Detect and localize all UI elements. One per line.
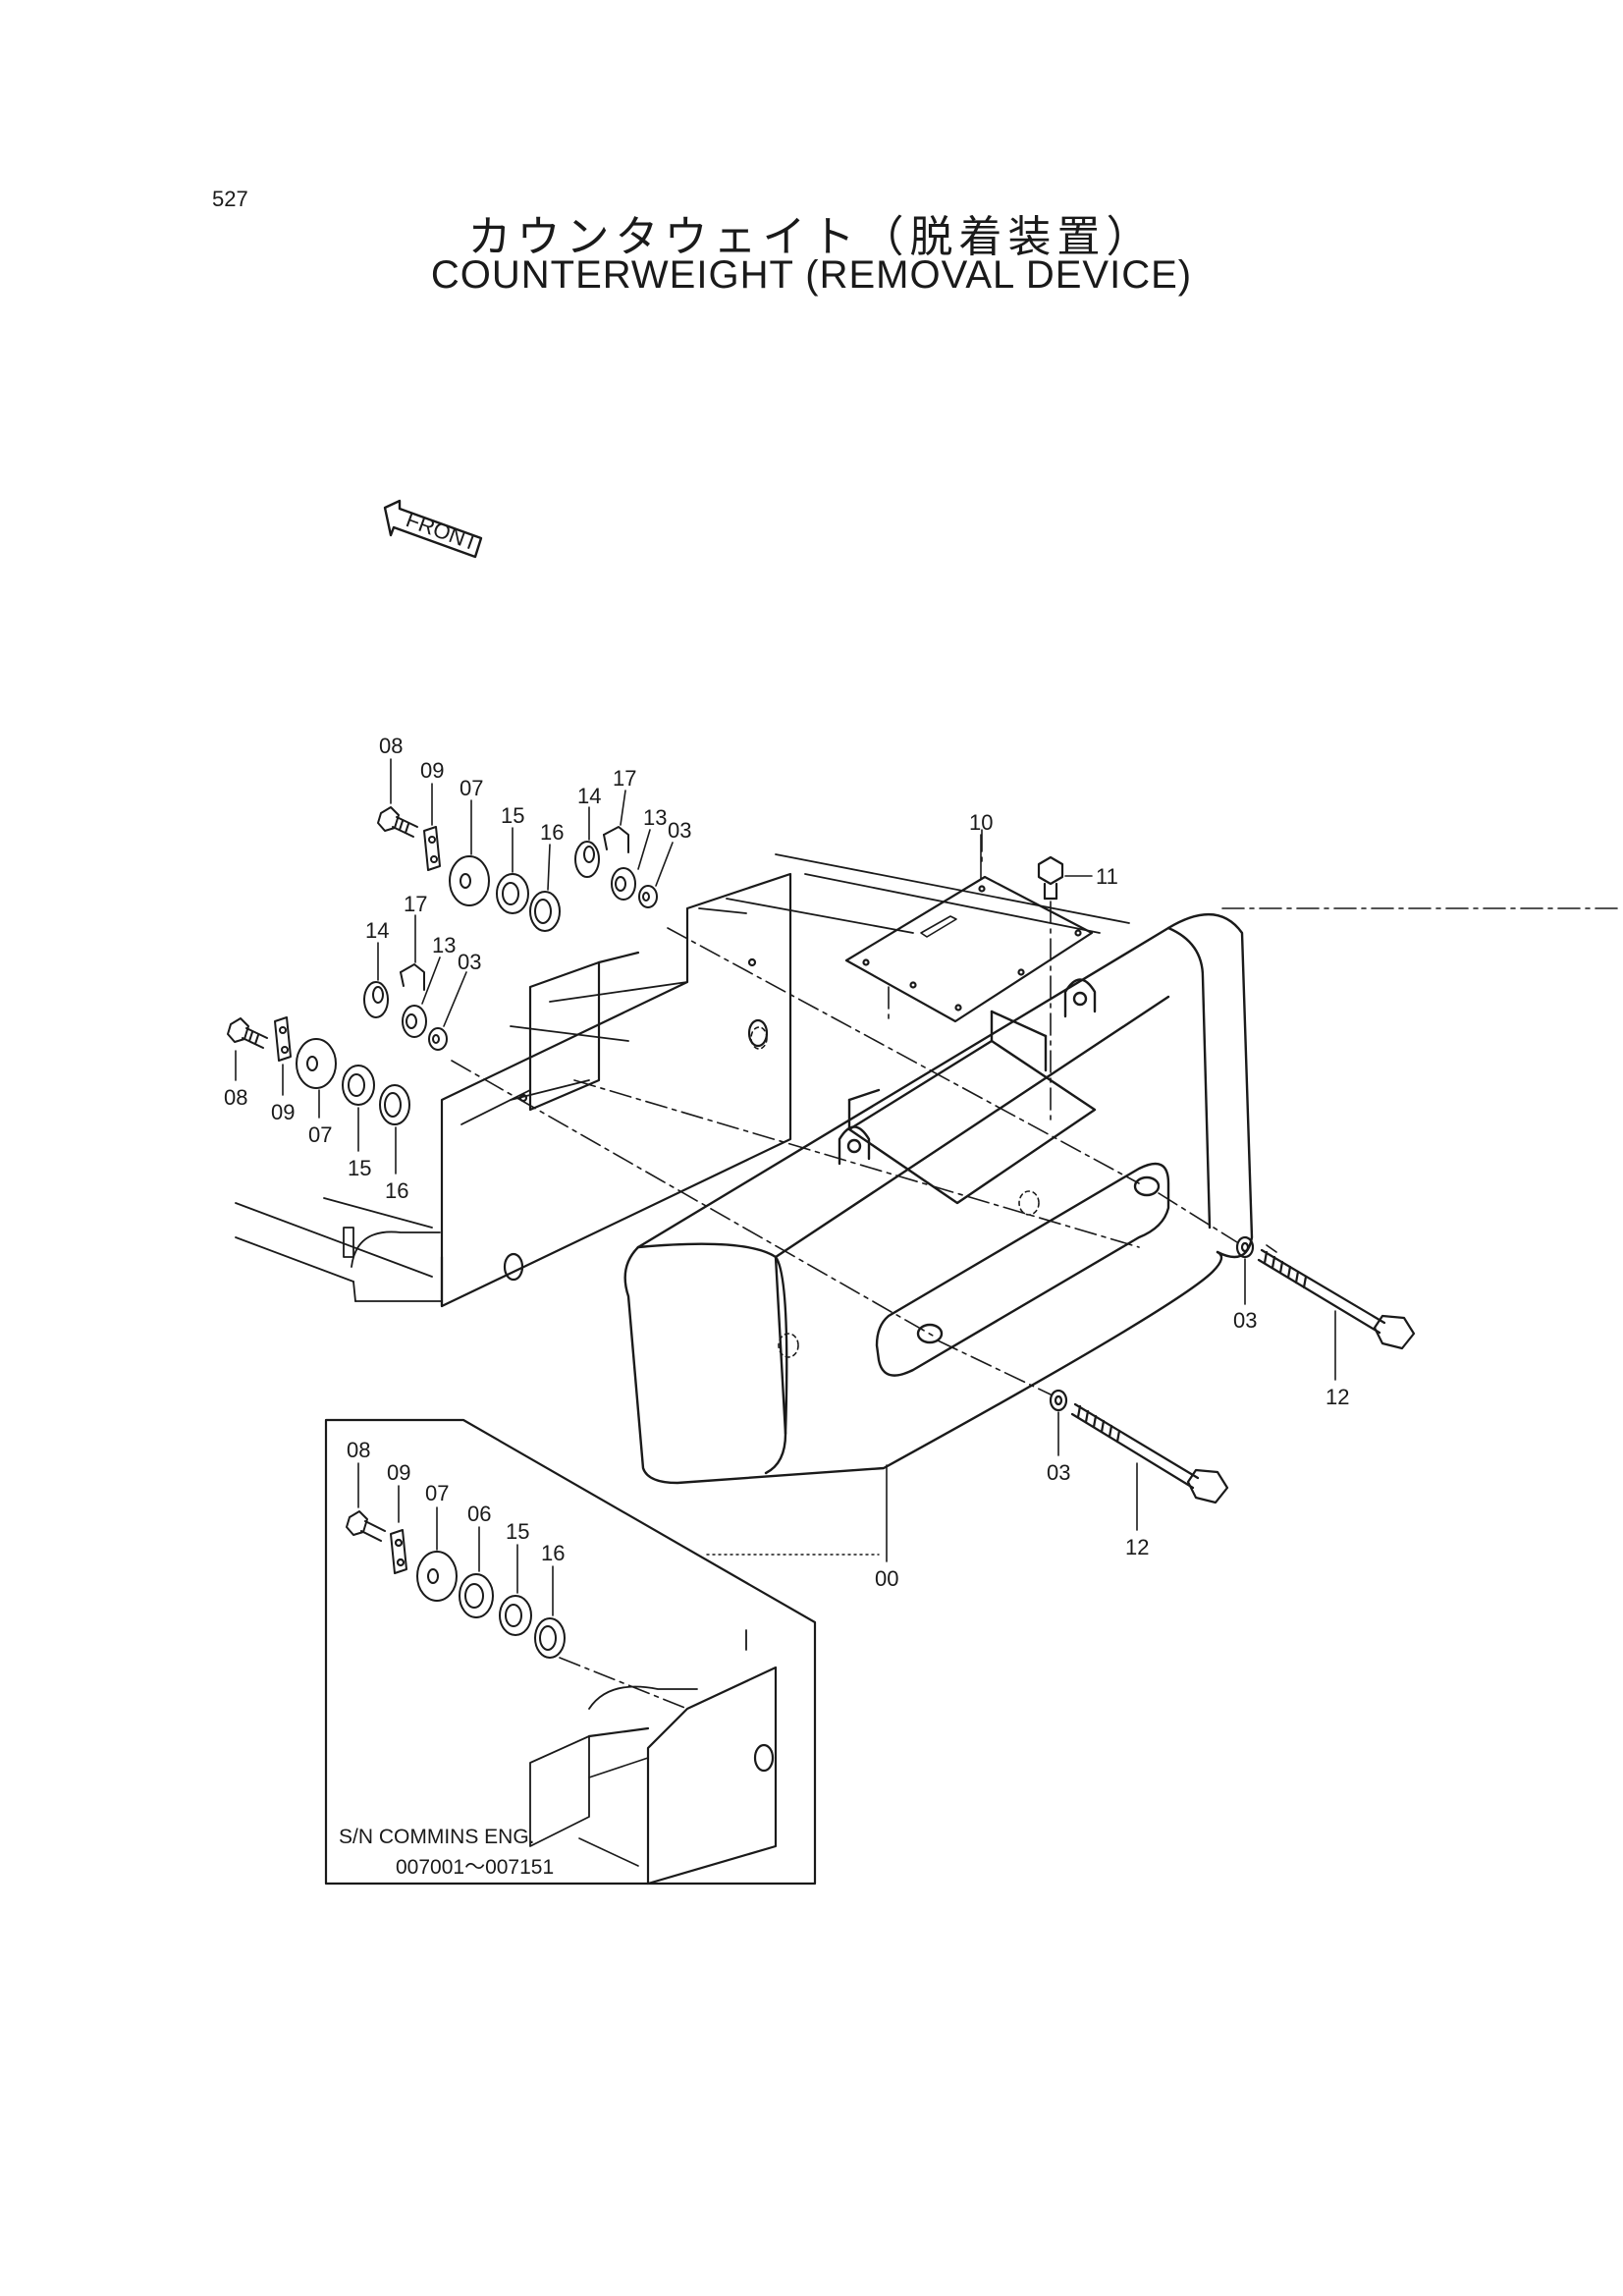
inset-serial-note: S/N COMMINS ENG. — [339, 1826, 535, 1848]
inset-callouts: 08 09 07 06 15 16 S/N COMMINS ENG. 00700… — [339, 1438, 565, 1879]
callout-lower-16: 16 — [385, 1178, 408, 1203]
callout-lower-09: 09 — [271, 1100, 295, 1124]
front-direction-arrow: FRONT — [383, 499, 483, 559]
lower-frame-rails — [235, 1197, 443, 1302]
callout-bottom-bolt-12: 12 — [1125, 1535, 1149, 1559]
callout-upper-15: 15 — [501, 803, 524, 828]
lower-group-callouts: 14 17 13 03 08 09 07 15 16 — [224, 892, 481, 1203]
callout-inset-08: 08 — [347, 1438, 370, 1462]
counterweight-body — [623, 913, 1254, 1485]
callout-inset-09: 09 — [387, 1460, 410, 1485]
callout-upper-08: 08 — [379, 734, 403, 758]
callout-upper-16: 16 — [540, 820, 564, 845]
upper-group-callouts: 08 09 07 15 16 14 17 13 03 — [379, 734, 691, 845]
main-callouts: 10 11 03 12 03 12 00 — [875, 810, 1349, 1591]
upper-hardware-stack — [377, 806, 658, 932]
inset-panel — [324, 1418, 817, 1886]
bottom-bolt-assembly — [1049, 1389, 1229, 1504]
callout-right-bolt-12: 12 — [1325, 1385, 1349, 1409]
callout-inset-15: 15 — [506, 1519, 529, 1544]
front-label: FRONT — [403, 507, 481, 555]
upper-frame-rails — [460, 853, 1130, 1125]
callout-cover-10: 10 — [969, 810, 993, 835]
callout-upper-07: 07 — [460, 776, 483, 800]
callout-lower-07: 07 — [308, 1122, 332, 1147]
callout-lower-14: 14 — [365, 918, 389, 943]
page-title-japanese: カウンタウェイト（脱着装置） — [467, 212, 1156, 262]
inset-serial-range: 007001～007151 — [396, 1856, 554, 1879]
callout-upper-09: 09 — [420, 758, 444, 783]
callout-lower-03: 03 — [458, 950, 481, 974]
callout-bottom-washer-03: 03 — [1047, 1460, 1070, 1485]
cover-bolt — [1037, 855, 1064, 901]
page-number: 527 — [212, 187, 248, 211]
callout-upper-14: 14 — [577, 784, 601, 808]
callout-lower-17: 17 — [404, 892, 427, 916]
callout-lower-08: 08 — [224, 1085, 247, 1110]
callout-upper-13: 13 — [643, 805, 667, 830]
cover-plate — [844, 875, 1094, 1023]
callout-inset-06: 06 — [467, 1502, 491, 1526]
page-title-english: COUNTERWEIGHT (REMOVAL DEVICE) — [430, 253, 1193, 297]
callout-inset-07: 07 — [425, 1481, 449, 1505]
callout-bolt-11: 11 — [1096, 864, 1118, 889]
right-bolt-assembly — [1235, 1235, 1416, 1350]
callout-lower-15: 15 — [348, 1156, 371, 1180]
frame-bracket-plate — [440, 872, 792, 1308]
assembly-center-lines — [451, 829, 1623, 1395]
lower-hardware-stack — [227, 963, 448, 1125]
leader-lines — [235, 758, 1336, 1562]
callout-upper-17: 17 — [613, 766, 636, 791]
callout-counterweight-00: 00 — [875, 1566, 898, 1591]
callout-lower-13: 13 — [432, 933, 456, 957]
callout-right-washer-03: 03 — [1233, 1308, 1257, 1333]
callout-inset-16: 16 — [541, 1541, 565, 1565]
callout-upper-03: 03 — [668, 818, 691, 843]
